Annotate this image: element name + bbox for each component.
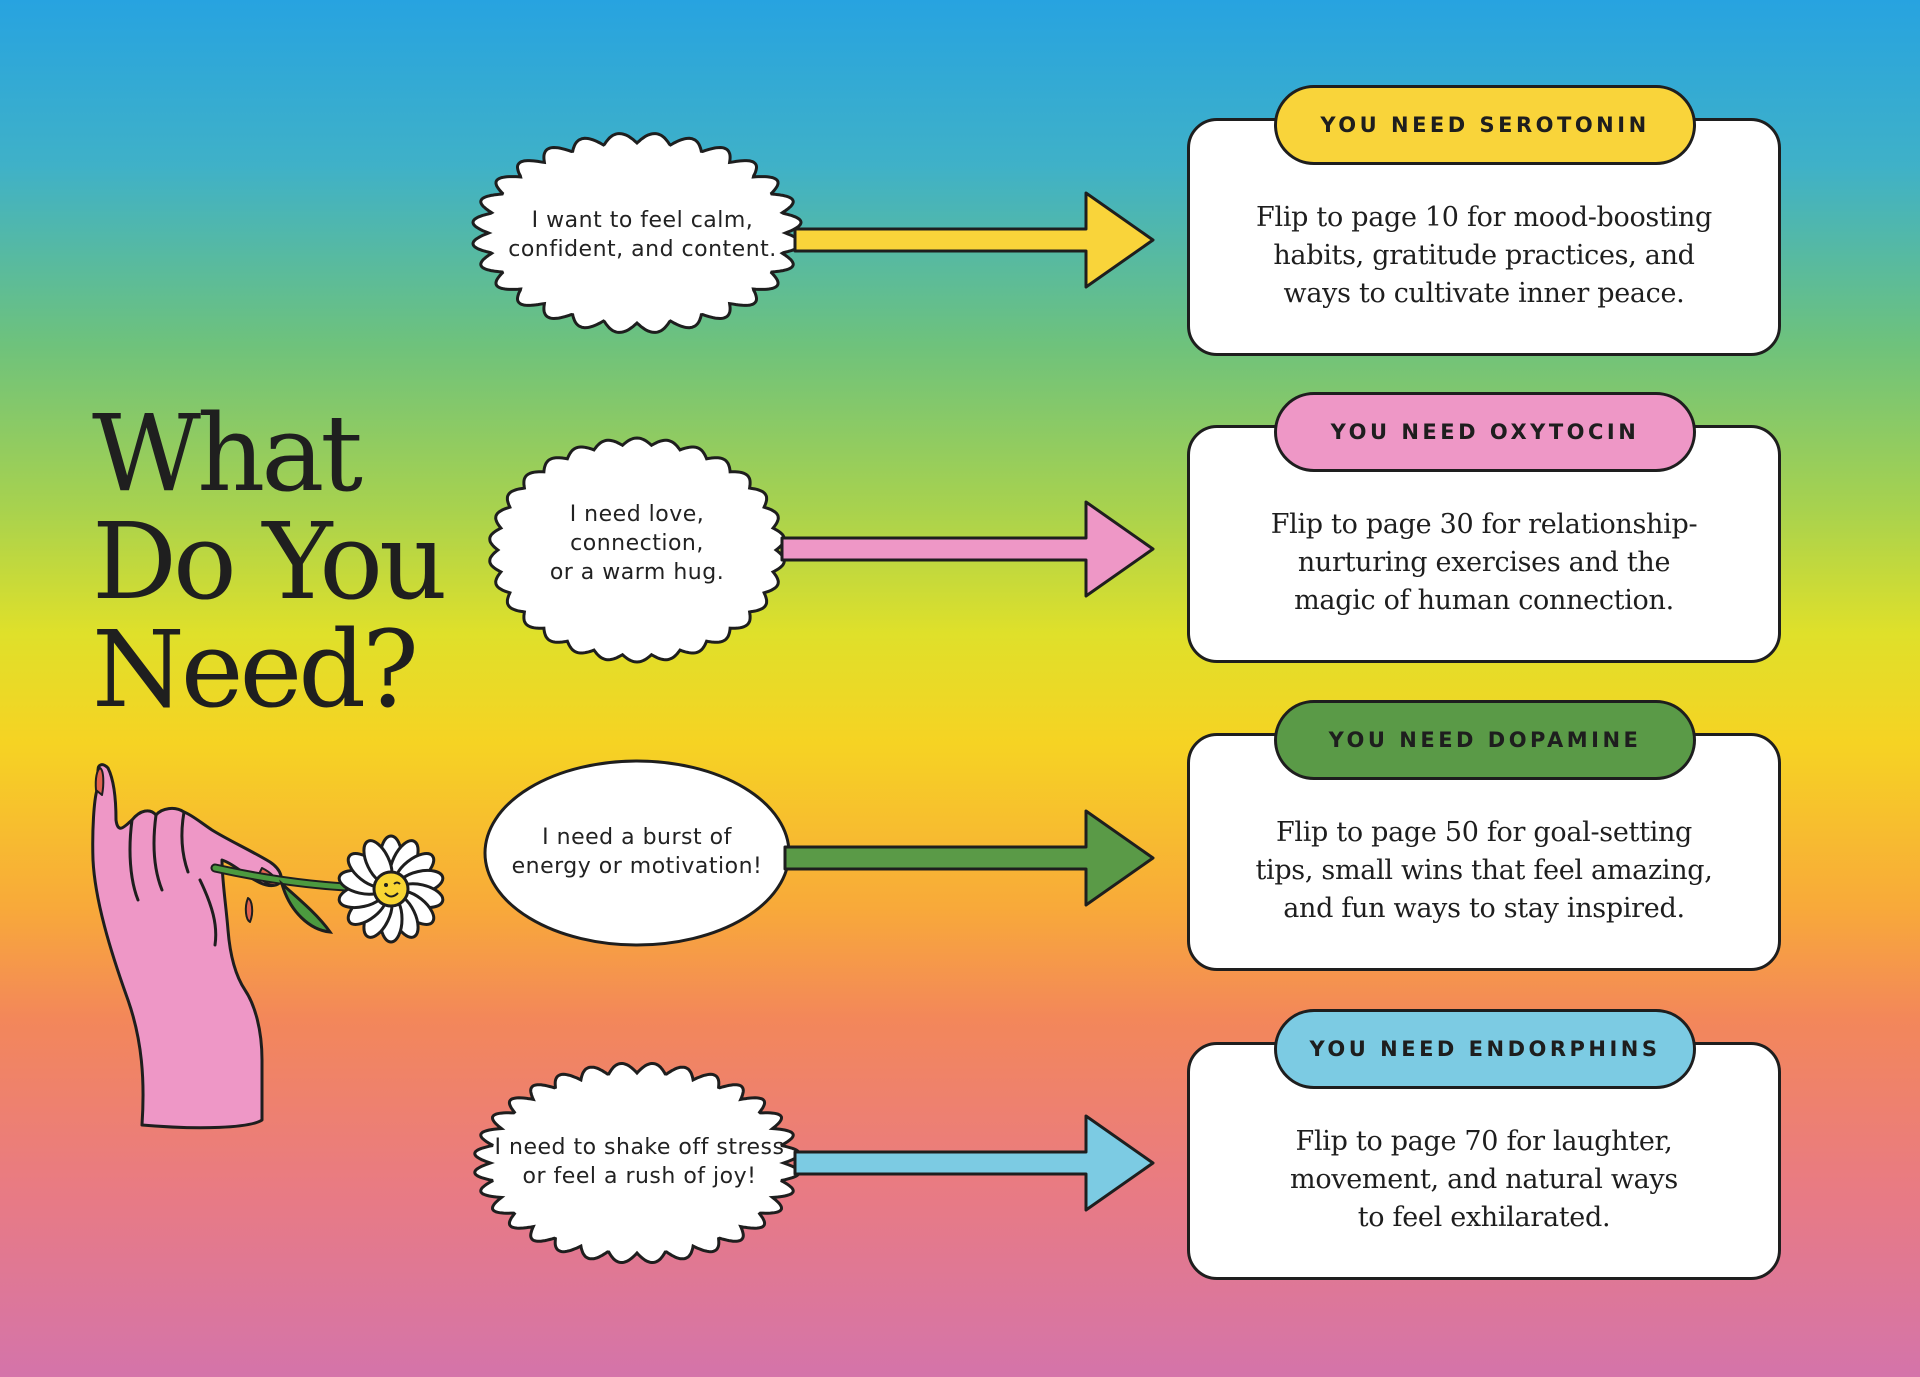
oxytocin-bubble-shape [488, 436, 786, 664]
daisy-smile [384, 892, 399, 898]
description-line: to feel exhilarated. [1357, 1202, 1611, 1233]
description-line: tips, small wins that feel amazing, [1255, 855, 1713, 886]
serotonin-bubble-shape [471, 132, 803, 334]
description-line: magic of human connection. [1294, 585, 1674, 616]
serotonin-arrow [793, 191, 1155, 289]
description-line: Flip to page 10 for mood-boosting [1256, 202, 1712, 233]
card-description: Flip to page 50 for goal-setting tips, s… [1190, 814, 1778, 928]
arrows [780, 191, 1155, 1212]
need-bubble-endorphins: I need to shake off stress or feel a rus… [472, 1133, 807, 1191]
description-line: movement, and natural ways [1290, 1164, 1678, 1195]
title-line-2: Do You [92, 500, 447, 623]
daisy-center [372, 870, 410, 908]
hormone-label-serotonin: YOU NEED SEROTONIN [1274, 85, 1696, 165]
need-text-line: I want to feel calm, [531, 208, 754, 233]
hormone-label-dopamine: YOU NEED DOPAMINE [1274, 700, 1696, 780]
card-description: Flip to page 70 for laughter, movement, … [1190, 1123, 1778, 1237]
description-line: and fun ways to stay inspired. [1283, 893, 1685, 924]
description-line: Flip to page 30 for relationship- [1270, 509, 1698, 540]
card-endorphins: Flip to page 70 for laughter, movement, … [1187, 1042, 1781, 1280]
need-bubble-dopamine: I need a burst of energy or motivation! [487, 823, 787, 881]
oxytocin-arrow [780, 500, 1155, 598]
need-text-line: I need a burst of [542, 825, 732, 850]
description-line: ways to cultivate inner peace. [1283, 278, 1685, 309]
description-line: habits, gratitude practices, and [1273, 240, 1695, 271]
description-line: Flip to page 70 for laughter, [1295, 1126, 1673, 1157]
description-line: Flip to page 50 for goal-setting [1275, 817, 1693, 848]
endorphins-bubble-shape [473, 1062, 801, 1264]
title-line-3: Need? [92, 608, 419, 731]
card-description: Flip to page 10 for mood-boosting habits… [1190, 199, 1778, 313]
need-text-line: or a warm hug. [549, 560, 725, 585]
description-line: nurturing exercises and the [1297, 547, 1671, 578]
need-bubble-oxytocin: I need love, connection, or a warm hug. [487, 500, 787, 587]
need-bubble-serotonin: I want to feel calm, confident, and cont… [480, 206, 805, 264]
hand-illustration [91, 763, 283, 1130]
daisy-wink [393, 881, 401, 885]
card-description: Flip to page 30 for relationship- nurtur… [1190, 506, 1778, 620]
dopamine-arrow [783, 809, 1155, 907]
need-text-line: confident, and content. [508, 237, 777, 262]
card-serotonin: Flip to page 10 for mood-boosting habits… [1187, 118, 1781, 356]
need-text-line: energy or motivation! [511, 854, 763, 879]
need-text-line: or feel a rush of joy! [522, 1164, 757, 1189]
daisy-flower-icon [337, 834, 445, 944]
daisy-eye [384, 883, 388, 887]
need-bubbles [471, 132, 803, 1264]
need-text-line: connection, [570, 531, 704, 556]
hormone-label-oxytocin: YOU NEED OXYTOCIN [1274, 392, 1696, 472]
need-text-line: I need to shake off stress [494, 1135, 785, 1160]
page-title: What Do You Need? [92, 392, 447, 731]
need-text-line: I need love, [569, 502, 705, 527]
hormone-label-endorphins: YOU NEED ENDORPHINS [1274, 1009, 1696, 1089]
endorphins-arrow [793, 1114, 1155, 1212]
title-line-1: What [92, 392, 363, 515]
